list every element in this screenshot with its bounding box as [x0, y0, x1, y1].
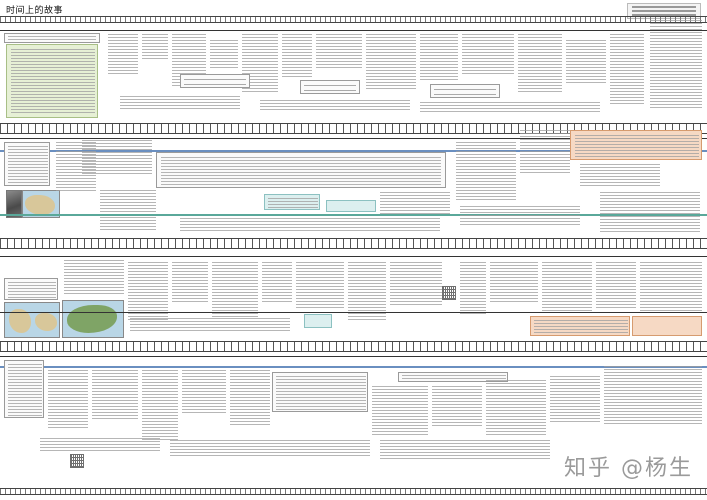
timeline-axis-4b — [0, 366, 707, 368]
event-column — [120, 96, 240, 110]
event-column — [490, 262, 538, 302]
event-column — [142, 370, 178, 440]
event-column — [420, 102, 600, 112]
watermark: 知乎 @杨生 — [564, 456, 693, 481]
event-column — [600, 192, 700, 232]
event-column — [640, 262, 702, 312]
event-column — [182, 370, 226, 414]
era-box — [272, 372, 368, 412]
timeline-axis-2b — [0, 150, 707, 152]
event-column — [432, 386, 482, 426]
event-column — [460, 206, 580, 226]
intro-header-box — [4, 33, 100, 43]
highlight-box — [326, 200, 376, 212]
event-column — [210, 40, 238, 70]
timeline-axis-2c — [0, 214, 707, 216]
band3-note-box — [4, 278, 58, 300]
event-column — [92, 370, 138, 420]
timeline-axis-2 — [0, 138, 707, 139]
event-column — [456, 142, 516, 202]
event-column — [142, 34, 168, 60]
timeline-axis-1 — [0, 30, 707, 31]
event-column — [566, 40, 606, 84]
event-column — [372, 386, 428, 436]
map-mesopotamia-image — [22, 190, 60, 218]
event-column — [596, 262, 636, 308]
event-column — [170, 440, 370, 456]
event-column — [462, 34, 514, 74]
event-column — [348, 262, 386, 322]
timeline-ruler-5 — [0, 488, 707, 495]
era-box — [156, 152, 446, 188]
event-column — [610, 34, 644, 104]
page-title: 时间上的故事 — [6, 6, 64, 16]
event-column — [180, 218, 440, 232]
highlight-box — [304, 314, 332, 328]
event-column — [82, 140, 152, 176]
timeline-ruler-3 — [0, 238, 707, 249]
timeline-axis-3b — [0, 312, 707, 313]
qr-code-icon — [70, 454, 84, 468]
event-column — [316, 34, 362, 68]
event-box — [430, 84, 500, 98]
band4-note-box — [4, 360, 44, 418]
map-europe-image — [62, 300, 124, 338]
event-column — [420, 34, 458, 80]
timeline-ruler-4 — [0, 341, 707, 352]
band2-note-box — [4, 142, 50, 186]
highlight-peach-box — [632, 316, 702, 336]
event-column — [366, 34, 416, 90]
stone-relief-image — [6, 190, 22, 218]
event-column — [64, 260, 124, 296]
event-box — [180, 74, 250, 88]
event-column — [48, 370, 88, 430]
timeline-axis-4 — [0, 356, 707, 357]
highlight-peach-box — [530, 316, 630, 336]
highlight-box — [264, 194, 320, 210]
event-column — [518, 34, 562, 92]
event-column — [260, 100, 410, 112]
event-column — [128, 262, 168, 322]
event-column — [650, 20, 702, 110]
event-column — [108, 34, 138, 74]
event-column — [130, 318, 290, 332]
era-header-box — [398, 372, 508, 382]
event-column — [604, 366, 702, 426]
event-column — [580, 164, 660, 188]
event-column — [262, 262, 292, 302]
event-column — [380, 192, 450, 216]
qr-code-icon — [442, 286, 456, 300]
event-column — [550, 376, 600, 424]
event-column — [100, 190, 156, 230]
timeline-axis-3 — [0, 256, 707, 257]
event-column — [40, 438, 160, 452]
event-column — [296, 262, 344, 310]
highlight-peach-box — [570, 130, 702, 160]
timeline-ruler-1 — [0, 16, 707, 23]
map-mediterranean-image — [4, 302, 60, 338]
event-column — [230, 370, 270, 426]
event-column — [172, 262, 208, 302]
event-box — [300, 80, 360, 94]
event-column — [542, 262, 592, 312]
event-column — [390, 262, 442, 306]
intro-note-box — [6, 44, 98, 118]
event-column — [520, 130, 570, 174]
event-column — [486, 380, 546, 436]
timeline-ruler-2 — [0, 123, 707, 134]
event-column — [380, 440, 550, 460]
event-column — [212, 262, 258, 318]
event-column — [460, 262, 486, 316]
event-column — [282, 34, 312, 78]
